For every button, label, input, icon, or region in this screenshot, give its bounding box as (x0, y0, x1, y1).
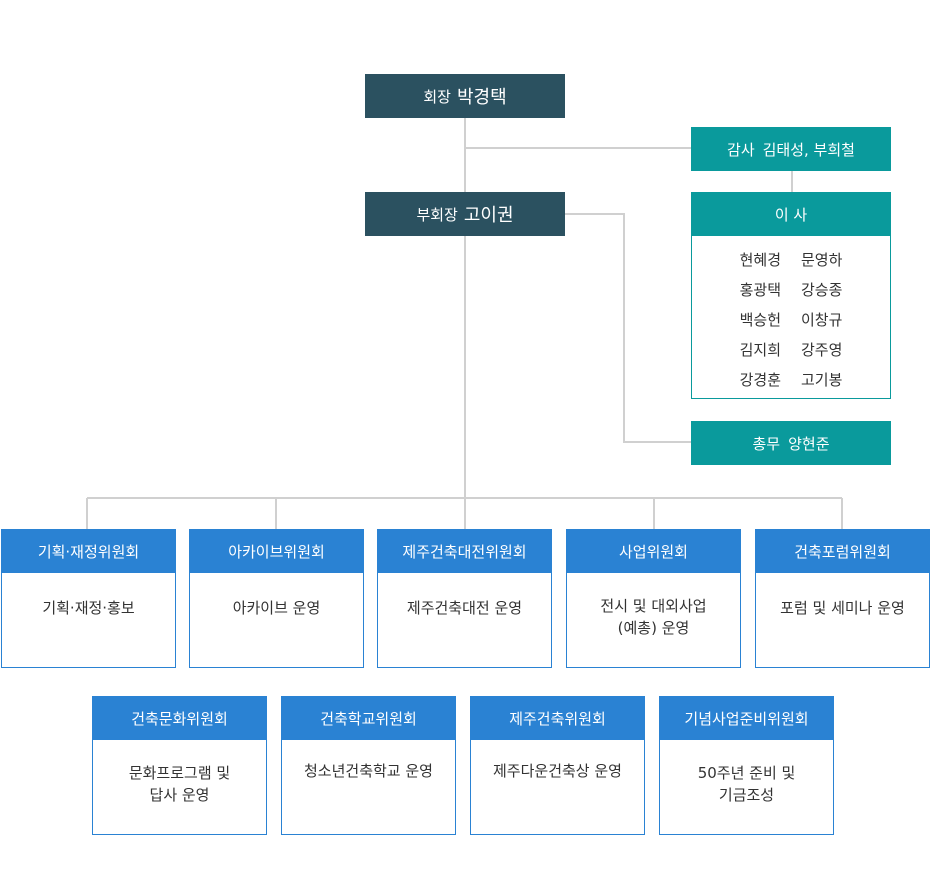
committee-duty: 아카이브 운영 (232, 599, 321, 617)
committee-title: 제주건축대전위원회 (377, 529, 552, 573)
committee-title: 기획·재정위원회 (1, 529, 176, 573)
committee-title: 기념사업준비위원회 (659, 696, 834, 740)
vice-president-role: 부회장 (416, 205, 458, 224)
director-name: 문영하 (801, 251, 843, 269)
director-name: 홍광택 (739, 281, 781, 299)
committee-title: 건축학교위원회 (281, 696, 456, 740)
director-name: 강경훈 (739, 371, 781, 389)
director-row: 현혜경 문영하 (692, 245, 890, 275)
committee-box: 기획·재정위원회 기획·재정·홍보 (1, 529, 176, 668)
director-row: 김지희 강주영 (692, 335, 890, 365)
committee-box: 아카이브위원회 아카이브 운영 (189, 529, 364, 668)
president-name: 박경택 (456, 87, 507, 108)
auditor-box: 감사 김태성, 부희철 (691, 127, 891, 171)
committee-title: 건축문화위원회 (92, 696, 267, 740)
director-name: 강승종 (801, 281, 843, 299)
committee-box: 건축문화위원회 문화프로그램 및 답사 운영 (92, 696, 267, 835)
director-name: 백승헌 (739, 311, 781, 329)
president-box: 회장 박경택 (365, 74, 565, 118)
committee-title: 제주건축위원회 (470, 696, 645, 740)
committee-duty: 기획·재정·홍보 (42, 599, 135, 617)
general-affairs-role: 총무 (752, 434, 781, 453)
committee-duty: 청소년건축학교 운영 (304, 762, 433, 780)
committee-duty: 제주다운건축상 운영 (493, 762, 622, 780)
general-affairs-branch-line (565, 213, 691, 443)
director-name: 고기봉 (801, 371, 843, 389)
director-row: 백승헌 이창규 (692, 305, 890, 335)
committee-box: 제주건축위원회 제주다운건축상 운영 (470, 696, 645, 835)
director-row: 강경훈 고기봉 (692, 365, 890, 395)
director-name: 김지희 (739, 341, 781, 359)
director-name: 현혜경 (739, 251, 781, 269)
director-row: 홍광택 강승종 (692, 275, 890, 305)
director-name: 강주영 (801, 341, 843, 359)
committee-duty: 포럼 및 세미나 운영 (780, 599, 905, 617)
committee-title: 건축포럼위원회 (755, 529, 930, 573)
vice-president-box: 부회장 고이권 (365, 192, 565, 236)
auditor-names: 김태성, 부희철 (762, 140, 855, 159)
committee-duty: 문화프로그램 및 답사 운영 (128, 764, 231, 804)
committee-box: 사업위원회 전시 및 대외사업 (예총) 운영 (566, 529, 741, 668)
general-affairs-box: 총무 양현준 (691, 421, 891, 465)
general-affairs-name: 양현준 (788, 434, 830, 453)
committee-box: 건축학교위원회 청소년건축학교 운영 (281, 696, 456, 835)
committee-box: 기념사업준비위원회 50주년 준비 및 기금조성 (659, 696, 834, 835)
vice-president-name: 고이권 (463, 205, 514, 226)
committee-duty: 제주건축대전 운영 (406, 599, 523, 617)
committee-duty: 전시 및 대외사업 (예총) 운영 (600, 597, 707, 637)
committee-duty: 50주년 준비 및 기금조성 (697, 764, 796, 804)
committee-box: 제주건축대전위원회 제주건축대전 운영 (377, 529, 552, 668)
committee-box: 건축포럼위원회 포럼 및 세미나 운영 (755, 529, 930, 668)
auditor-role: 감사 (727, 140, 755, 159)
president-role: 회장 (423, 87, 451, 106)
committee-title: 사업위원회 (566, 529, 741, 573)
director-name: 이창규 (801, 311, 843, 329)
committee-title: 아카이브위원회 (189, 529, 364, 573)
directors-title: 이 사 (691, 192, 891, 236)
